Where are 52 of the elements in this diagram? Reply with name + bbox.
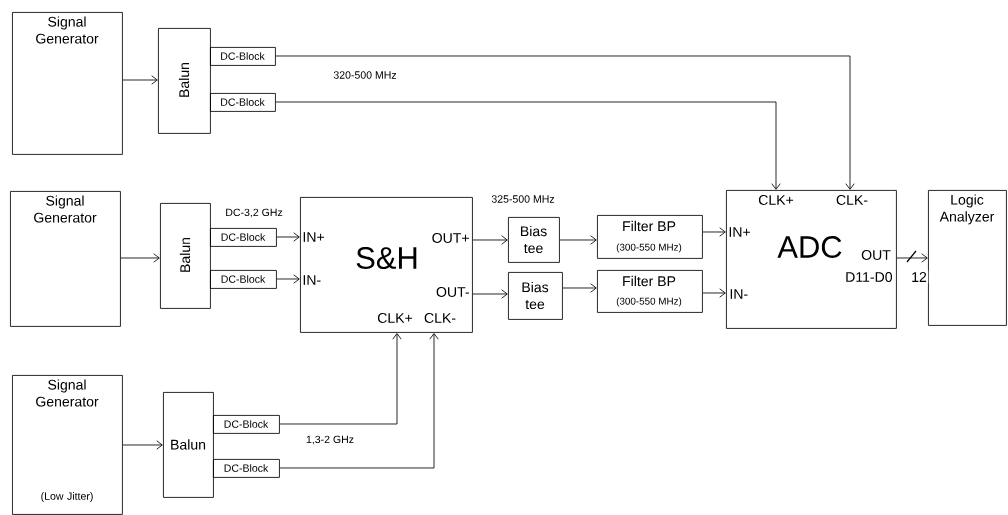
arrow [472,289,508,299]
adc-box: CLK+ CLK- IN+ ADC OUT D11-D0 IN- [726,190,897,329]
dc-block-box: DC-Block [210,270,277,289]
arrow [276,232,300,242]
arrow [702,227,726,237]
signal-generator-box: Signal Generator (Low Jitter) [12,375,123,515]
frequency-label: 1,3-2 GHz [306,435,354,445]
arrow [122,440,163,450]
arrow [472,235,508,245]
port-label: OUT+ [432,233,469,243]
dc-block-box: DC-Block [213,415,280,434]
bandpass-filter-box: Filter BP (300-550 MHz) [597,270,703,313]
dc-block-box: DC-Block [210,93,276,112]
port-label: CLK- [424,313,456,323]
port-label: OUT [861,250,891,260]
arrow [896,253,928,263]
port-label: D11-D0 [846,272,893,282]
bias-tee-box: Bias tee [508,272,563,320]
port-label: IN- [303,275,321,285]
logic-analyzer-box: Logic Analyzer [928,190,1007,326]
dc-block-box: DC-Block [210,228,277,247]
bus-width-label: 12 [909,270,929,284]
balun-box: Balun [160,203,211,309]
sample-hold-box: IN+ S&H OUT+ IN- OUT- CLK+ CLK- [300,197,473,333]
arrow [120,253,160,263]
port-label: IN- [730,289,748,299]
frequency-label: DC-3,2 GHz [226,208,283,218]
arrow [275,55,855,190]
arrow [559,235,597,245]
arrow [275,101,781,190]
bias-tee-box: Bias tee [508,217,560,263]
frequency-label: 320-500 MHz [333,71,397,79]
signal-generator-box: Signal Generator [10,191,121,327]
port-label: CLK- [836,195,868,205]
signal-generator-box: Signal Generator [12,12,123,155]
balun-box: Balun [163,392,214,498]
dc-block-box: DC-Block [213,459,280,478]
port-label: OUT- [436,287,469,297]
balun-box: Balun [158,28,211,134]
port-label: CLK+ [758,195,794,205]
port-label: IN+ [729,227,750,237]
bandpass-filter-box: Filter BP (300-550 MHz) [597,215,703,259]
arrow [279,333,439,469]
frequency-label: 325-500 MHz [491,195,555,203]
arrow [122,75,158,85]
port-label: CLK+ [377,313,413,323]
arrow [702,288,726,298]
port-label: IN+ [303,232,324,242]
dc-block-box: DC-Block [210,47,276,66]
arrow [279,333,402,425]
arrow [562,283,597,293]
arrow [276,274,300,284]
